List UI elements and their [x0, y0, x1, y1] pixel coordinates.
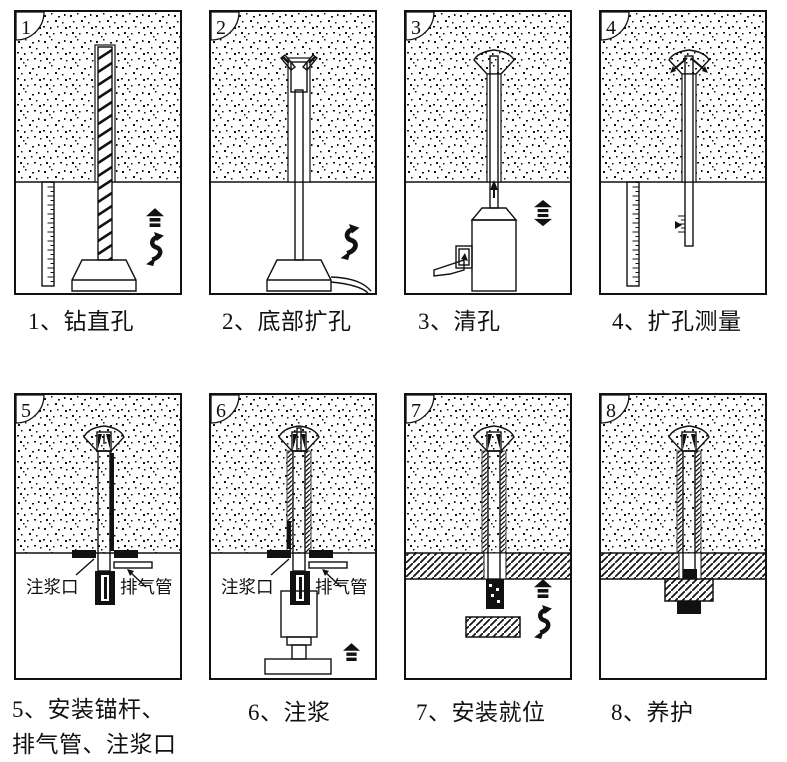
nut: [677, 601, 701, 614]
washer: [664, 578, 714, 602]
ramp: [433, 259, 465, 277]
up-arrow-icon: [343, 643, 360, 661]
vacuum-machine: [433, 207, 518, 292]
drill-bit: [97, 46, 113, 261]
step-caption-1: 1、钻直孔: [28, 309, 134, 334]
rod-tip: [683, 569, 697, 579]
grout-fill: [278, 425, 320, 452]
step-panel-4: 4: [599, 10, 767, 295]
step-5-drawing: 注浆口 排气管 5: [16, 395, 180, 605]
undercut-reamer: [279, 54, 319, 261]
panel-number: 7: [411, 400, 421, 422]
drilled-hole: [287, 57, 311, 183]
corner-badge: [16, 12, 45, 41]
vent-pipe-label: 排气管: [120, 577, 173, 597]
power-cable: [330, 281, 369, 293]
panel-number: 1: [21, 17, 31, 39]
step-panel-7: 7: [404, 393, 572, 680]
corner-badge: [601, 12, 630, 41]
step-panel-1: 1: [14, 10, 182, 295]
rotation-arrow-icon: [534, 605, 552, 639]
grout-port-assembly: [267, 550, 348, 588]
measuring-gauge: [670, 55, 708, 247]
vent-tube: [287, 521, 291, 549]
depth-ruler: [626, 181, 640, 287]
step-4-drawing: 4: [601, 12, 765, 287]
panel-number: 4: [606, 17, 616, 39]
grout-fill: [473, 425, 515, 452]
step-caption-7: 7、安装就位: [416, 700, 546, 725]
step-caption-5-line-1: 5、安装锚杆、: [12, 697, 165, 722]
step-caption-3: 3、清孔: [418, 309, 501, 334]
step-panel-2: 2: [209, 10, 377, 295]
drill-machine: [71, 259, 137, 292]
threaded-end: [486, 579, 504, 609]
step-caption-5: 5、安装锚杆、 排气管、注浆口: [12, 692, 177, 762]
step-caption-5-line-2: 排气管、注浆口: [12, 732, 177, 757]
washer-nut: [465, 616, 521, 638]
drill-machine: [266, 259, 372, 293]
air-flow-arrow: [490, 180, 498, 190]
rotation-arrow-icon: [341, 224, 360, 260]
corner-badge: [16, 395, 45, 424]
up-down-arrow-icon: [534, 200, 552, 227]
step-panel-8: 8: [599, 393, 767, 680]
up-arrow-icon: [534, 579, 552, 598]
step-caption-4: 4、扩孔测量: [612, 309, 742, 334]
corner-badge: [211, 395, 240, 424]
step-caption-8: 8、养护: [611, 700, 694, 725]
step-1-drawing: 1: [16, 12, 180, 292]
step-panel-5: 注浆口 排气管 5: [14, 393, 182, 680]
step-3-drawing: 3: [406, 12, 570, 292]
step-panel-3: 3: [404, 10, 572, 295]
up-arrow-icon: [146, 208, 164, 227]
panel-number: 5: [21, 400, 31, 422]
grout-port-label: 注浆口: [221, 577, 274, 597]
corner-badge: [601, 395, 630, 424]
step-panel-6: 注浆口 排气管 6: [209, 393, 377, 680]
step-8-drawing: 8: [601, 395, 765, 614]
anchor-rod: [83, 425, 125, 605]
step-caption-2: 2、底部扩孔: [222, 309, 352, 334]
depth-ruler: [41, 181, 55, 287]
vent-pipe: [113, 561, 153, 569]
grouted-anchor: [473, 425, 515, 554]
grout-port-assembly: [72, 550, 153, 588]
panel-number: 3: [411, 17, 421, 39]
panel-number: 2: [216, 17, 226, 39]
grout-port-label: 注浆口: [26, 577, 79, 597]
corner-badge: [406, 12, 435, 41]
grouted-anchor: [278, 425, 320, 605]
panel-number: 8: [606, 400, 616, 422]
rotation-arrow-icon: [146, 232, 164, 266]
vent-pipe-label: 排气管: [315, 577, 368, 597]
step-6-drawing: 注浆口 排气管 6: [211, 395, 375, 675]
grout-fill: [668, 425, 710, 452]
vent-pipe: [308, 561, 348, 569]
panel-number: 6: [216, 400, 226, 422]
step-caption-6: 6、注浆: [248, 700, 331, 725]
step-2-drawing: 2: [211, 12, 375, 293]
corner-badge: [406, 395, 435, 424]
corner-badge: [211, 12, 240, 41]
grout-pump: [264, 590, 332, 675]
step-7-drawing: 7: [406, 395, 570, 678]
vent-tube: [110, 453, 114, 551]
